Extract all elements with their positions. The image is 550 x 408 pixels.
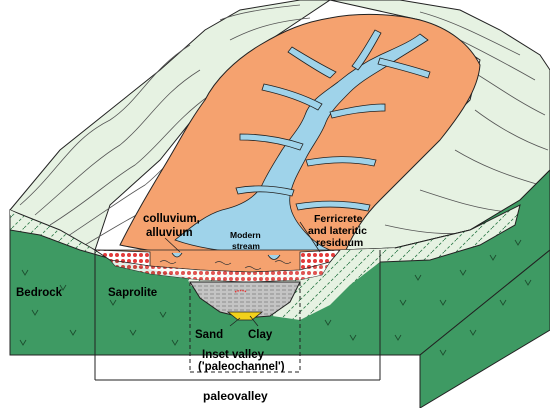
bedrock-side-face <box>419 249 550 408</box>
inset-valley-sand <box>226 311 264 321</box>
label-paleochannel: ('paleochannel') <box>198 361 285 373</box>
label-and-lateritic: and lateritic <box>308 225 367 237</box>
inset-valley-outline <box>189 282 301 373</box>
stream-tributaries <box>235 29 431 212</box>
label-sand: Sand <box>195 329 223 341</box>
label-stream: stream <box>232 241 260 251</box>
clay-lens <box>234 289 248 293</box>
label-modern: Modern <box>230 230 261 240</box>
leader-lines <box>164 221 321 327</box>
label-clay: Clay <box>248 329 273 341</box>
ferricrete-bottom <box>109 259 331 283</box>
label-ferricrete: Ferricrete <box>314 213 363 225</box>
label-bedrock: Bedrock <box>16 287 63 299</box>
left-hillslope-surface <box>9 0 331 261</box>
label-residuum: residuum <box>316 237 363 249</box>
label-alluvium: alluvium <box>146 227 193 239</box>
paleovalley-bracket <box>94 250 381 381</box>
stream-channel-left <box>171 252 183 258</box>
inset-valley-clay <box>189 281 301 319</box>
label-colluvium: colluvium, <box>143 213 200 225</box>
label-saprolite: Saprolite <box>108 287 157 299</box>
stream-channel-right <box>267 254 281 260</box>
label-inset-valley: Inset valley <box>202 349 265 361</box>
bedrock-v-marks <box>19 239 532 356</box>
label-paleovalley: paleovalley <box>203 389 268 403</box>
